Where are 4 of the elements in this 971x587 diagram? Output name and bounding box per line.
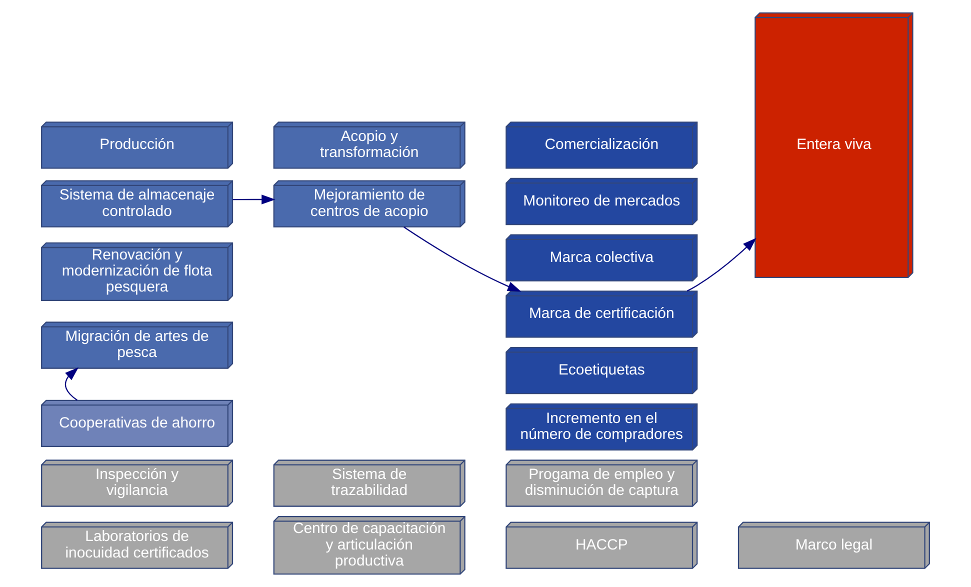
arrow [404, 226, 522, 292]
arrow [64, 367, 79, 401]
arrow [232, 194, 276, 204]
arrow [686, 238, 756, 292]
